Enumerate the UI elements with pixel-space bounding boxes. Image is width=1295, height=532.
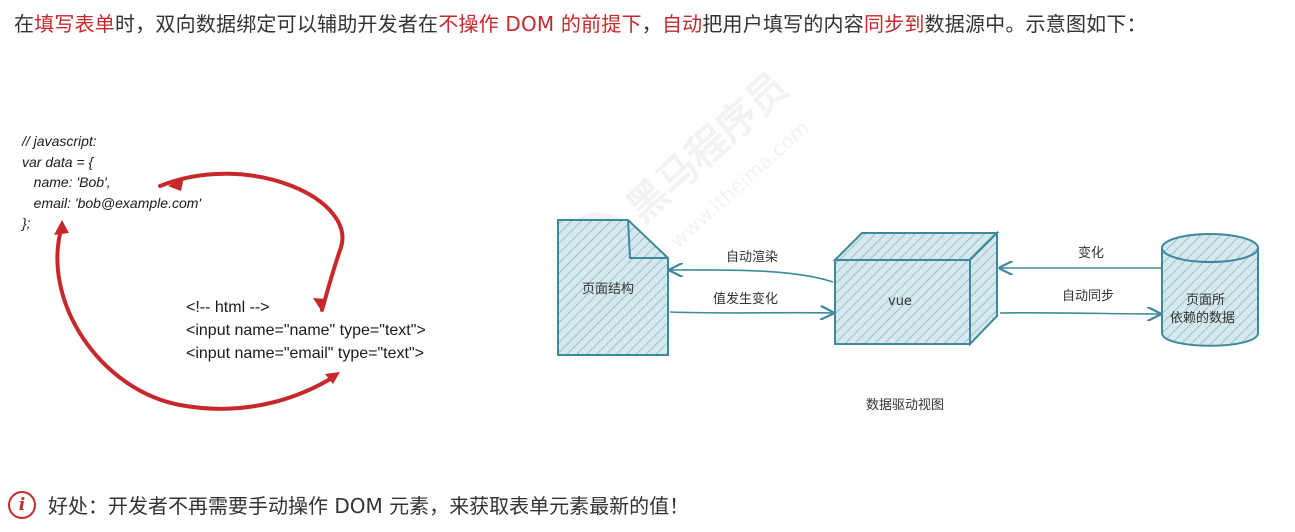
- data-source-label-bottom: 依赖的数据: [1170, 307, 1235, 326]
- tip-text: 好处：开发者不再需要手动操作 DOM 元素，来获取表单元素最新的值！: [48, 490, 689, 519]
- arrow-value-changed: [670, 312, 833, 313]
- page-structure-label: 页面结构: [582, 278, 634, 297]
- tip-note: i 好处：开发者不再需要手动操作 DOM 元素，来获取表单元素最新的值！: [8, 490, 689, 519]
- data-source-label-top: 页面所: [1186, 289, 1225, 308]
- info-icon: i: [8, 491, 36, 519]
- auto-render-label: 自动渲染: [726, 246, 778, 265]
- diagram-caption: 数据驱动视图: [866, 394, 944, 413]
- value-changed-label: 值发生变化: [713, 288, 778, 307]
- arrow-auto-render: [670, 270, 833, 282]
- auto-sync-label: 自动同步: [1062, 285, 1114, 304]
- change-label: 变化: [1078, 242, 1104, 261]
- vue-label: vue: [888, 294, 912, 309]
- arrow-auto-sync: [1000, 313, 1160, 314]
- vue-box-shape: [835, 233, 997, 344]
- binding-arrow-name: [160, 174, 342, 312]
- binding-arrow-email: [54, 220, 340, 409]
